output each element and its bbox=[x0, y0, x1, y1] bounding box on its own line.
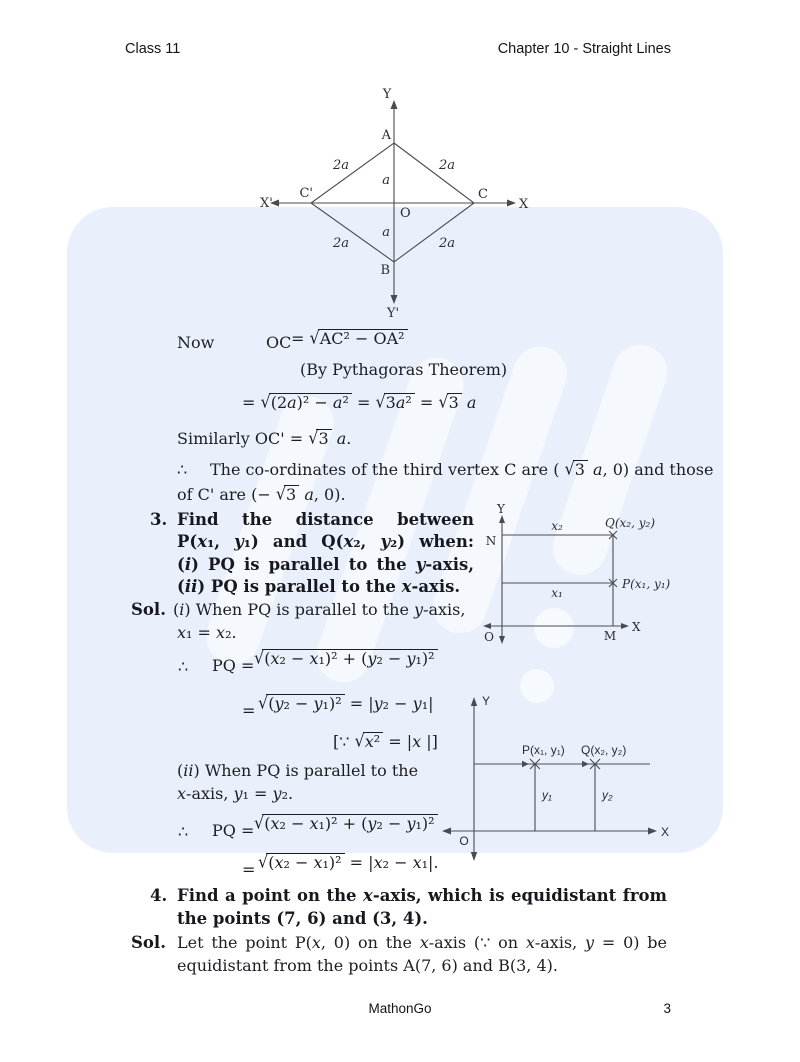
point-label-p: P(x₁, y₁) bbox=[621, 577, 671, 591]
therefore-symbol: ∴ bbox=[178, 657, 189, 676]
point-label-q: Q(x₂, y₂) bbox=[581, 743, 626, 757]
length-label-y1: y₁ bbox=[541, 788, 552, 802]
problem-statement-line: P(x₁, y₁) and Q(x₂, y₂) when: bbox=[177, 532, 474, 551]
sqrt-note: [∵ √x² = |x |] bbox=[333, 730, 438, 751]
axis-label-y-prime: Y' bbox=[386, 306, 399, 321]
axis-label-y: Y bbox=[496, 502, 506, 516]
therefore-symbol: ∴ bbox=[177, 460, 188, 479]
vertex-label-b: B bbox=[380, 263, 390, 278]
point-label-n: N bbox=[486, 534, 497, 548]
diagram-pq-parallel-y-axis: Y N x₂ Q(x₂, y₂) x₁ P(x₁, y₁) O M X bbox=[483, 502, 671, 644]
axis-label-x: X bbox=[519, 197, 529, 212]
segment-label-oa: a bbox=[382, 173, 390, 188]
oc-equation: = √AC² − OA² bbox=[291, 327, 408, 349]
vertex-label-c-prime: C' bbox=[299, 186, 313, 201]
header-class-label: Class 11 bbox=[125, 41, 181, 57]
pq-expression: √(x₂ − x₁)² + (y₂ − y₁)² bbox=[254, 812, 438, 834]
segment-label-ob: a bbox=[382, 225, 390, 240]
pythagoras-note: (By Pythagoras Theorem) bbox=[300, 360, 508, 379]
axis-label-x-prime: X' bbox=[260, 196, 273, 211]
length-label-x2: x₂ bbox=[551, 519, 563, 533]
solution-line: equidistant from the points A(7, 6) and … bbox=[177, 956, 558, 975]
length-label-x1: x₁ bbox=[551, 586, 563, 600]
sol-label: Sol. bbox=[131, 933, 166, 952]
problem-number: 4. bbox=[150, 886, 168, 905]
axis-label-x: X bbox=[661, 825, 669, 839]
header-chapter-label: Chapter 10 - Straight Lines bbox=[497, 41, 671, 57]
therefore-symbol: ∴ bbox=[178, 822, 189, 841]
pq-lhs: PQ = bbox=[212, 656, 255, 675]
axis-label-y: Y bbox=[482, 694, 490, 708]
side-label-2a: 2a bbox=[332, 236, 349, 251]
conclusion-line: The co-ordinates of the third vertex C a… bbox=[210, 458, 714, 479]
solution-line: Let the point P(x, 0) on the x-axis (∵ o… bbox=[177, 933, 668, 952]
origin-label: O bbox=[400, 206, 411, 221]
problem-statement-line: Find a point on the x-axis, which is equ… bbox=[177, 886, 667, 905]
solution-line: (ii) When PQ is parallel to the bbox=[177, 761, 419, 780]
vertex-label-c: C bbox=[478, 187, 488, 202]
problem-statement-line: Find the distance between bbox=[177, 510, 474, 529]
footer-page-number: 3 bbox=[663, 1001, 671, 1016]
pq-lhs: PQ = bbox=[212, 821, 255, 840]
side-label-2a: 2a bbox=[438, 158, 455, 173]
oc-step2: = √(2a)² − a² = √3a² = √3 a bbox=[242, 391, 477, 412]
oc-lhs: OC bbox=[266, 333, 292, 352]
solution-line: x₁ = x₂. bbox=[177, 623, 237, 642]
vertex-label-a: A bbox=[381, 128, 392, 143]
diagram-pq-parallel-x-axis: Y P(x₁, y₁) Q(x₂, y₂) y₁ y₂ O X bbox=[442, 694, 669, 861]
pq-expression: √(x₂ − x₁)² + (y₂ − y₁)² bbox=[254, 647, 438, 669]
point-label-p: P(x₁, y₁) bbox=[522, 743, 565, 757]
problem-statement-line: (i) PQ is parallel to the y-axis, bbox=[177, 555, 474, 574]
problem-statement-line: the points (7, 6) and (3, 4). bbox=[177, 909, 428, 928]
watermark-dot bbox=[534, 608, 574, 648]
point-label-m: M bbox=[604, 629, 616, 643]
now-label: Now bbox=[177, 333, 215, 352]
side-label-2a: 2a bbox=[332, 158, 349, 173]
similarly-line: Similarly OC' = √3 a. bbox=[177, 427, 352, 448]
problem-statement-line: (ii) PQ is parallel to the x-axis. bbox=[177, 577, 461, 596]
pq-step4: √(x₂ − x₁)² = |x₂ − x₁|. bbox=[258, 851, 439, 872]
point-label-q: Q(x₂, y₂) bbox=[605, 516, 655, 530]
axis-label-y: Y bbox=[382, 87, 392, 102]
side-label-2a: 2a bbox=[438, 236, 455, 251]
origin-label: O bbox=[484, 630, 494, 644]
equals-sign: = bbox=[242, 860, 256, 879]
solution-line: (i) When PQ is parallel to the y-axis, bbox=[173, 600, 466, 619]
axis-label-x: X bbox=[632, 620, 641, 634]
problem-number: 3. bbox=[150, 510, 168, 529]
solution-panel bbox=[67, 207, 723, 853]
watermark-dot bbox=[520, 669, 554, 703]
pq-step2: √(y₂ − y₁)² = |y₂ − y₁| bbox=[258, 692, 434, 713]
solution-line: x-axis, y₁ = y₂. bbox=[177, 784, 294, 803]
footer-brand: MathonGo bbox=[368, 1001, 432, 1016]
origin-label: O bbox=[459, 834, 468, 848]
rhombus-diagram: Y Y' X X' A B C C' O 2a 2a 2a 2a a a bbox=[260, 87, 529, 321]
equals-sign: = bbox=[242, 701, 256, 720]
conclusion-line: of C' are (− √3 a, 0). bbox=[177, 483, 346, 504]
length-label-y2: y₂ bbox=[601, 788, 613, 802]
sol-label: Sol. bbox=[131, 600, 166, 619]
